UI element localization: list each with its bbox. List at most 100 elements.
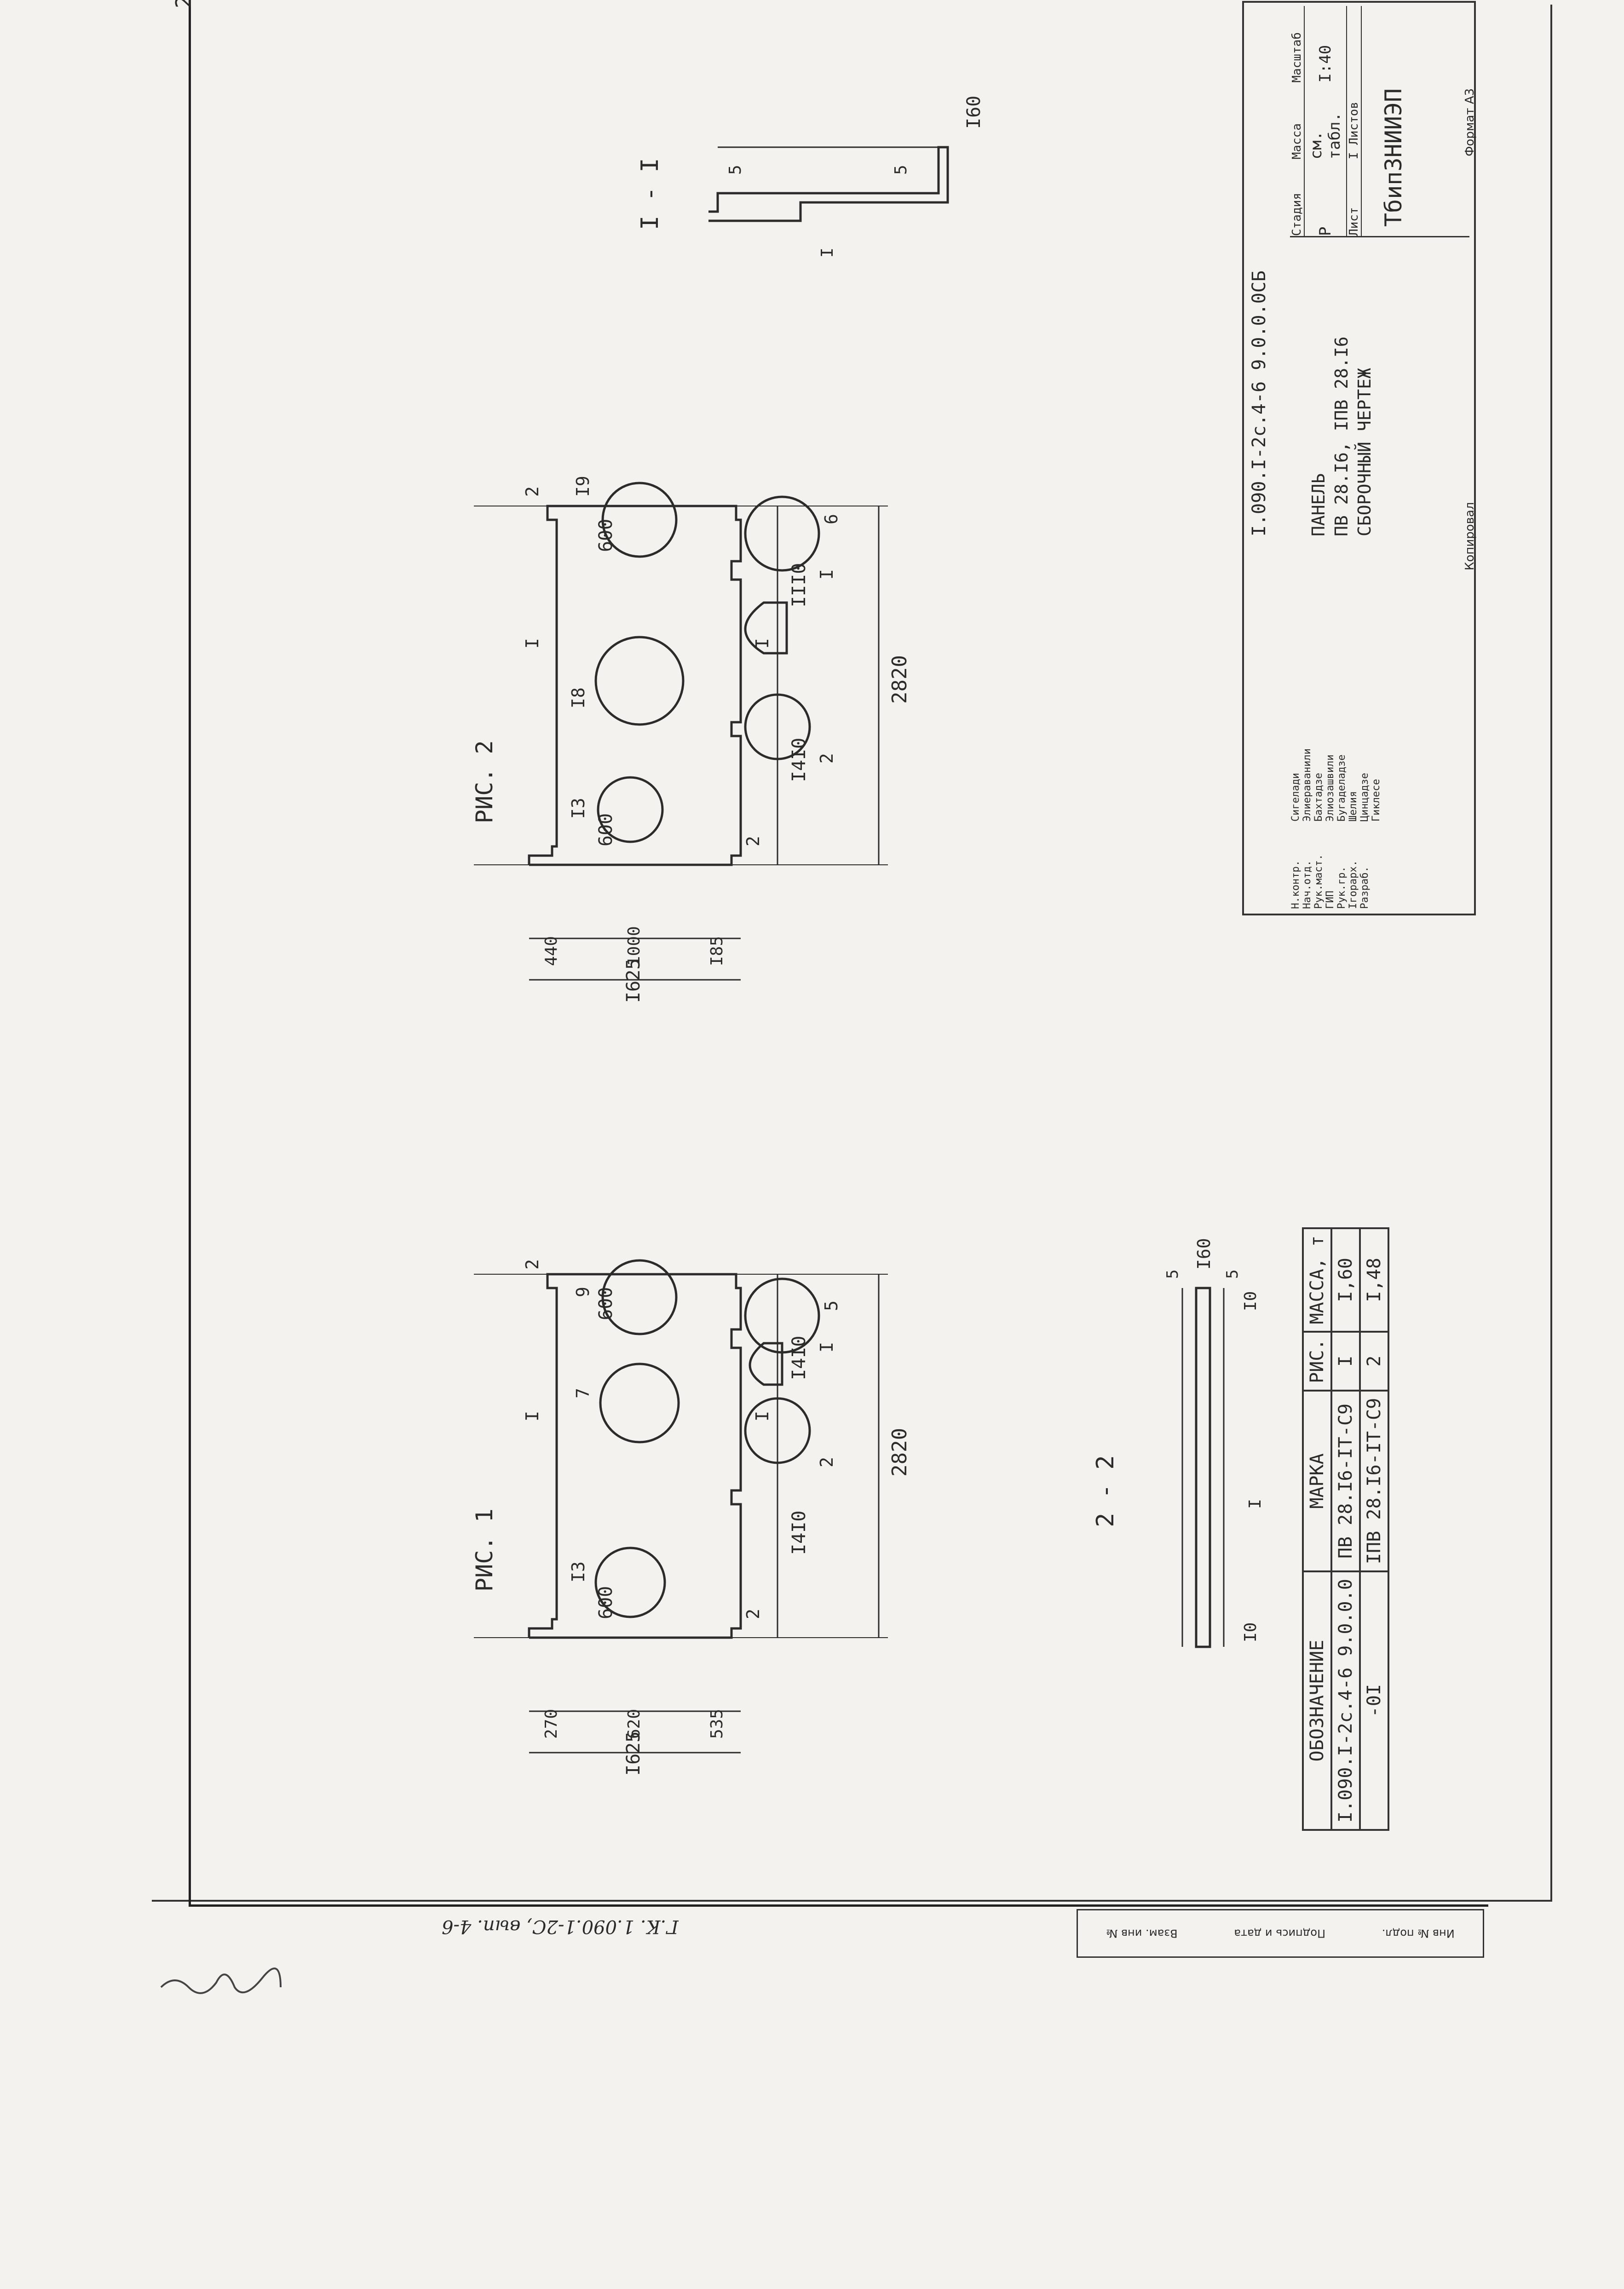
spec-cell: I [1331,1331,1360,1391]
section-2-2-dim-bottom: 5 [1223,1270,1242,1279]
stage-header: Стадия [1290,193,1304,236]
title-names: Сигелади Элиераванили Бахтадзе Элиозашви… [1290,684,1382,822]
fig1-dim-total-height: I625 [623,1731,644,1776]
spec-header-designation: ОБОЗНАЧЕНИЕ [1303,1571,1331,1830]
inner-frame [189,0,1488,1907]
title-name-3: СБОРОЧНЫЙ ЧЕРТЕЖ [1354,368,1375,536]
name: Цинцадзе [1359,773,1371,822]
title-block: I.090.I-2c.4-6 9.0.0.0СБ ПАНЕЛЬ ПВ 28.I6… [1242,1,1476,915]
fig2-dim-h1: 440 [542,936,561,966]
name: Элиераванили [1302,748,1313,822]
bottom-strip: Инв № подл. Подпись и дата Взам. инв № [1077,1909,1484,1958]
strip-label-inv: Инв № подл. [1382,1927,1455,1940]
fig1-title: РИС. 1 [471,1508,498,1592]
fig1-dim-bottom-1: I4I0 [789,1511,810,1555]
fig2-section-mark-2a: 2 [743,836,763,846]
section-2-2-title: 2 - 2 [1092,1455,1119,1527]
spec-cell: 2 [1360,1331,1388,1391]
fig1-callout-9: 9 [573,1287,593,1297]
fig1-section-mark-1a: I [522,1411,542,1421]
fig1-dim-h2: 620 [625,1709,644,1739]
mass-value: см. табл. [1307,112,1344,160]
fig2-dim-left-offset: 600 [595,813,616,846]
section-2-2-dim-top: 5 [1163,1270,1182,1279]
fig2-dim-right-offset: 600 [595,519,616,552]
spec-cell: IПВ 28.I6-IТ-С9 [1360,1390,1388,1572]
fig2-section-mark-1b: I [752,638,772,649]
fig2-callout-circle-13 [597,776,664,843]
section-1-1-dim-depth: I60 [963,96,985,129]
section-2-2-dim-right: I0 [1241,1291,1260,1311]
name: Элиозашвили [1325,754,1336,822]
fig1-callout-circle-13 [594,1547,666,1618]
spec-header-mass: МАССА, т [1303,1228,1331,1332]
section-1-1-dim-bottom: 5 [892,165,910,175]
fig1-callout-circle-9 [601,1259,678,1335]
org-name: ТбипЗНИИЭП [1380,88,1407,227]
spec-cell: I.090.I-2c.4-6 9.0.0.0 [1331,1571,1360,1830]
spec-table: ОБОЗНАЧЕНИЕ МАРКА РИС. МАССА, т I.090.I-… [1302,1227,1389,1831]
title-stage-block: Стадия Масса Масштаб Р см. табл. I:40 Ли… [1290,6,1469,237]
fig2-dim-h2: 1000 [625,926,644,966]
section-2-2-dim-left: I0 [1241,1622,1260,1642]
section-1-1-title: I - I [636,158,664,230]
fig2-dim-bottom-1: I4I0 [789,738,810,782]
fig2-callout-13: I3 [568,798,588,819]
section-1-1-leader: I [818,247,837,258]
fig2-panel [474,482,888,981]
mass-header: Масса [1290,123,1304,160]
format-label: Формат А3 [1463,88,1477,156]
title-doc-code: I.090.I-2c.4-6 9.0.0.0СБ [1249,270,1270,536]
fig2-callout-6: 6 [821,514,841,524]
name: Бугаделадзе [1336,754,1348,822]
spec-header-fig: РИС. [1303,1331,1331,1391]
name: Гиклесе [1371,779,1382,822]
section-1-1-profile [708,146,949,222]
spec-cell: -0I [1360,1571,1388,1830]
copied-label: Копировал [1463,502,1477,570]
fig1-callout-circle-7 [599,1363,680,1444]
title-name-2: ПВ 28.I6, IПВ 28.I6 [1331,336,1352,536]
drawing-svg: I - I 2 - 2 РИС. 1 РИС. 2 600 600 I4I0 I… [471,96,1265,1776]
handwritten-signature [160,1967,282,1994]
series-text: Г.К. 1.090.1-2С, вып. 4-6 [442,1916,679,1937]
name: Бахтадзе [1313,773,1325,822]
fig2-callout-19: I9 [573,476,593,497]
fig1-callout-13: I3 [568,1561,588,1582]
fig1-dim-h3: 535 [708,1709,726,1739]
fig2-dim-total-height: I625 [623,959,644,1003]
spec-cell: ПВ 28.I6-IТ-С9 [1331,1390,1360,1572]
stage-value: Р [1316,226,1335,236]
fig1-lifting-loop [749,1342,783,1386]
fig1-dim-bottom-2: I4I0 [789,1336,810,1380]
fig2-section-mark-2b: 2 [522,486,542,497]
fig2-callout-1: I [817,569,837,580]
fig2-lifting-loop [744,601,788,655]
fig1-callout-1: I [817,1342,837,1352]
fig2-callout-2: 2 [817,753,837,764]
strip-label-sign: Подпись и дата [1234,1927,1326,1940]
table-row: I.090.I-2c.4-6 9.0.0.0 ПВ 28.I6-IТ-С9 I … [1331,1228,1360,1830]
sheets-label: I Листов [1347,102,1361,160]
scale-header: Масштаб [1290,32,1304,83]
fig1-dim-h1: 270 [542,1709,561,1739]
fig2-callout-circle-19 [601,482,678,558]
section-1-1-dim-top: 5 [726,165,745,175]
scale-value: I:40 [1316,45,1335,83]
table-row: -0I IПВ 28.I6-IТ-С9 2 I,48 [1360,1228,1388,1830]
fig2-callout-18: I8 [568,687,588,708]
fig2-callout-circle-18 [594,636,685,726]
fig1-panel [474,1259,888,1754]
fig1-callout-5: 5 [821,1300,841,1311]
fig1-callout-7: 7 [573,1388,593,1398]
fig1-dim-total-length: 2820 [888,1428,911,1477]
title-name-1: ПАНЕЛЬ [1308,473,1329,536]
fig1-section-mark-2a: 2 [743,1609,763,1619]
outer-frame [152,5,1552,1902]
fig2-dim-h3: I85 [708,936,726,966]
fig2-dim-total-length: 2820 [888,655,911,704]
fig1-dim-left-offset: 600 [595,1586,616,1619]
name: Сигелади [1290,773,1302,822]
section-2-2-leader: I [1246,1499,1265,1509]
spec-header-mark: МАРКА [1303,1390,1331,1572]
